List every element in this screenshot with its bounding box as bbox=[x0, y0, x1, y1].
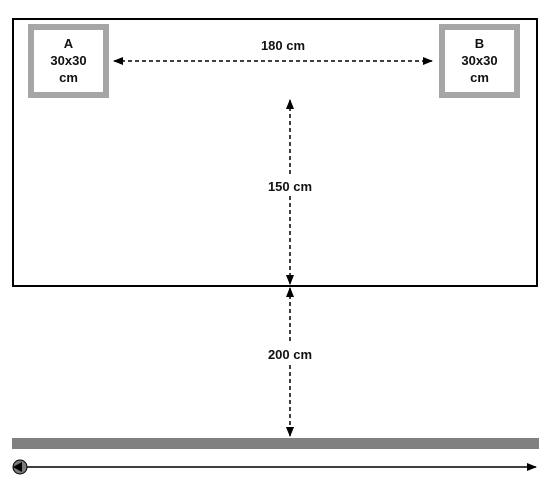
room-outline bbox=[12, 18, 538, 287]
box-b-size: 30x30 bbox=[461, 53, 497, 68]
dimension-label-a-to-b: 180 cm bbox=[261, 38, 305, 53]
box-b-square bbox=[439, 24, 520, 98]
box-a-square bbox=[28, 24, 109, 98]
box-a-unit: cm bbox=[59, 70, 78, 85]
dimension-label-inside-room: 150 cm bbox=[268, 179, 312, 194]
box-b-letter: B bbox=[475, 36, 484, 51]
grey-bar bbox=[12, 438, 539, 449]
track-start-dot-arrow bbox=[13, 462, 22, 472]
box-a-size: 30x30 bbox=[50, 53, 86, 68]
dimension-label-room-to-bar: 200 cm bbox=[268, 347, 312, 362]
box-b-unit: cm bbox=[470, 70, 489, 85]
box-a-letter: A bbox=[64, 36, 74, 51]
